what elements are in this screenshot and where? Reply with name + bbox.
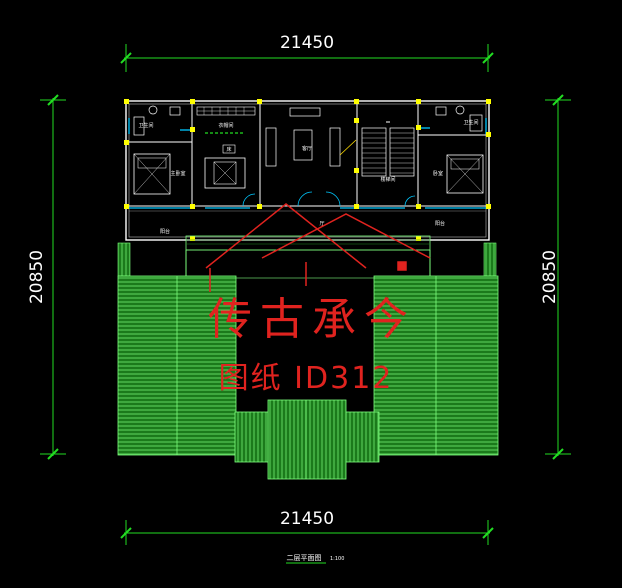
room-label-bath-right: 卫生间 — [463, 119, 478, 126]
right-dimension-label: 20850 — [540, 250, 560, 304]
room-label-balcony-right: 阳台 — [435, 220, 445, 227]
bottom-dimension-label: 21450 — [280, 509, 334, 529]
room-label-study: 衣帽间 — [218, 122, 233, 129]
room-label-hall: 厅 — [319, 221, 324, 227]
top-dimension-label: 21450 — [280, 33, 334, 53]
room-label-stair: 楼梯间 — [380, 176, 395, 183]
bottom-dimension: 21450 — [120, 509, 494, 545]
top-dimension: 21450 — [120, 33, 494, 72]
watermark-title: 传古承今 — [208, 294, 416, 345]
room-label-bedroom-left: 主卧室 — [170, 170, 185, 177]
room-label-balcony-left: 阳台 — [160, 228, 170, 235]
room-label-bed: 床 — [226, 146, 231, 153]
roof-right — [373, 242, 499, 456]
roof-outline-red — [205, 203, 431, 292]
room-label-bath-left: 卫生间 — [138, 122, 153, 129]
right-dimension: 20850 — [540, 94, 571, 460]
balcony-railing — [185, 235, 431, 279]
room-label-bedroom-right: 卧室 — [433, 170, 443, 177]
caption-scale: 1:100 — [330, 556, 344, 562]
roof-entrance — [234, 399, 380, 480]
left-dimension: 20850 — [27, 94, 66, 460]
left-dimension-label: 20850 — [27, 250, 47, 304]
upper-floor: 卫生间 卫生间 衣帽间 主卧室 床 客厅 楼梯间 卧室 厅 阳台 阳台 — [124, 99, 491, 241]
roof-left — [117, 242, 237, 456]
caption-title: 二层平面图 — [287, 554, 322, 562]
drawing-caption: 二层平面图 1:100 — [286, 554, 344, 564]
room-label-living: 客厅 — [302, 145, 312, 152]
watermark-id: 图纸 ID312 — [219, 361, 394, 396]
